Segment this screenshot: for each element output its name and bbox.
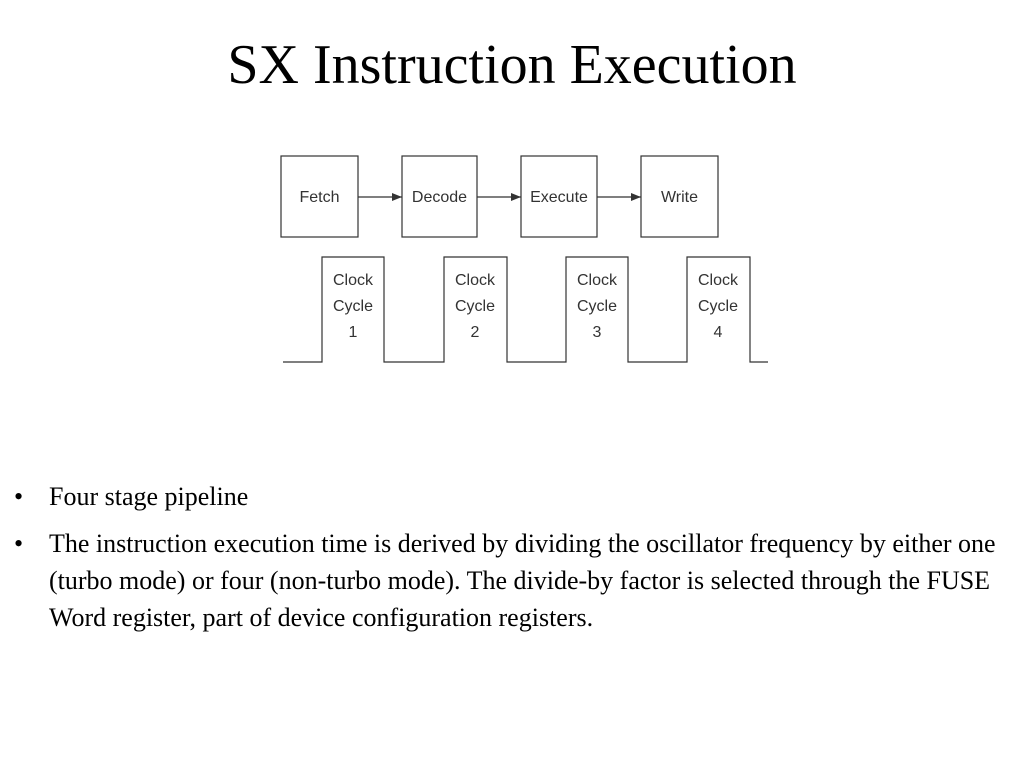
clock-cycle-3-line2: Cycle — [577, 298, 617, 315]
stage-write-label: Write — [661, 189, 698, 206]
clock-cycle-2-number: 2 — [471, 324, 480, 341]
clock-cycle-1-line1: Clock — [333, 272, 374, 289]
clock-cycle-1-line2: Cycle — [333, 298, 373, 315]
clock-cycle-1: Clock Cycle 1 — [333, 272, 374, 341]
bullet-text-execution-time: The instruction execution time is derive… — [49, 529, 996, 632]
clock-cycle-4: Clock Cycle 4 — [698, 272, 739, 341]
clock-cycle-2-line1: Clock — [455, 272, 496, 289]
bullet-item-execution-time: • The instruction execution time is deri… — [14, 525, 1004, 636]
bullet-marker: • — [14, 529, 24, 558]
bullet-text-pipeline: Four stage pipeline — [49, 482, 249, 511]
pipeline-diagram: Fetch Decode Execute Write Clock Cycle 1… — [280, 155, 768, 363]
stage-fetch: Fetch — [280, 155, 359, 238]
clock-waveform — [283, 256, 768, 363]
clock-cycle-2-line2: Cycle — [455, 298, 495, 315]
bullet-item-pipeline: • Four stage pipeline — [14, 478, 1004, 515]
stage-write: Write — [640, 155, 719, 238]
clock-cycle-3-line1: Clock — [577, 272, 618, 289]
stage-fetch-label: Fetch — [299, 189, 339, 206]
bullet-list: • Four stage pipeline • The instruction … — [14, 478, 1004, 646]
bullet-marker: • — [14, 482, 24, 511]
stage-execute-label: Execute — [530, 189, 588, 206]
clock-cycle-4-line2: Cycle — [698, 298, 738, 315]
clock-cycle-4-number: 4 — [714, 324, 723, 341]
clock-cycle-3: Clock Cycle 3 — [577, 272, 618, 341]
clock-cycle-2: Clock Cycle 2 — [455, 272, 496, 341]
stage-decode: Decode — [401, 155, 478, 238]
stage-execute: Execute — [520, 155, 598, 238]
clock-cycle-4-line1: Clock — [698, 272, 739, 289]
clock-cycle-3-number: 3 — [593, 324, 602, 341]
stage-decode-label: Decode — [412, 189, 467, 206]
clock-cycle-1-number: 1 — [349, 324, 358, 341]
slide-title: SX Instruction Execution — [227, 34, 797, 96]
